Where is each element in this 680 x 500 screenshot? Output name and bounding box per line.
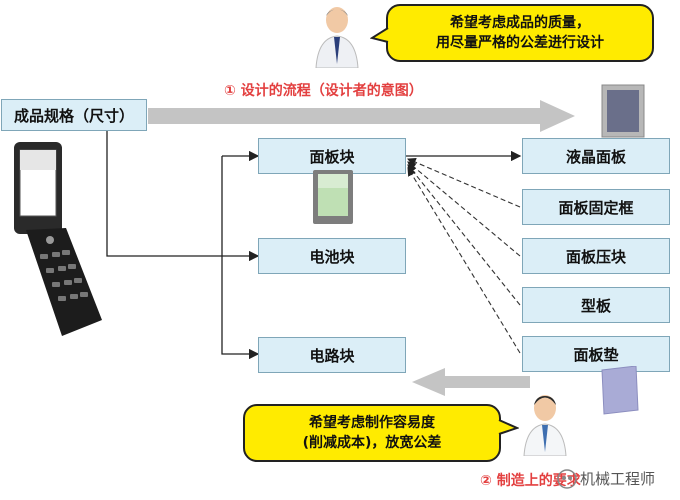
design-flow-label: ① 设计的流程（设计者的意图） — [224, 83, 423, 99]
watermark-icon — [556, 468, 578, 490]
panel-pad-image — [600, 365, 640, 416]
product-spec-box: 成品规格（尺寸） — [1, 99, 147, 131]
watermark-text: 机械工程师 — [580, 470, 656, 488]
manufacturing-arrow — [412, 368, 530, 396]
designer-bubble-tail — [370, 27, 389, 43]
battery-block-box: 电池块 — [258, 238, 406, 274]
mobile-phone-image — [6, 140, 106, 340]
part-box-panel-pad: 面板垫 — [522, 336, 670, 372]
dashed-lines — [406, 157, 521, 354]
designer-bubble-line2: 用尽量严格的公差进行设计 — [436, 35, 604, 51]
manufacturing-requirements-label: ② 制造上的要求 — [480, 473, 581, 489]
designer-person-icon — [312, 4, 362, 69]
circuit-block-box: 电路块 — [258, 337, 406, 373]
designer-bubble-line1: 希望考虑成品的质量， — [450, 15, 590, 31]
manufacturing-person-icon — [520, 392, 570, 457]
part-box-lcd-panel: 液晶面板 — [522, 138, 670, 174]
manufacturing-bubble-line1: 希望考虑制作容易度 — [308, 415, 435, 431]
panel-block-box: 面板块 — [258, 138, 406, 174]
part-box-panel-frame: 面板固定框 — [522, 189, 670, 225]
lcd-panel-image — [600, 83, 648, 139]
spec-tree-lines — [106, 128, 260, 360]
manufacturing-speech-bubble: 希望考虑制作容易度 (削减成本)，放宽公差 — [243, 404, 501, 462]
manufacturing-bubble-tail — [498, 419, 519, 435]
panel-module-image — [311, 168, 355, 226]
designer-speech-bubble: 希望考虑成品的质量， 用尽量严格的公差进行设计 — [386, 4, 654, 62]
design-flow-arrow — [148, 100, 575, 132]
part-box-template: 型板 — [522, 287, 670, 323]
manufacturing-bubble-line2: (削减成本)，放宽公差 — [302, 435, 442, 451]
part-box-panel-clamp: 面板压块 — [522, 238, 670, 274]
